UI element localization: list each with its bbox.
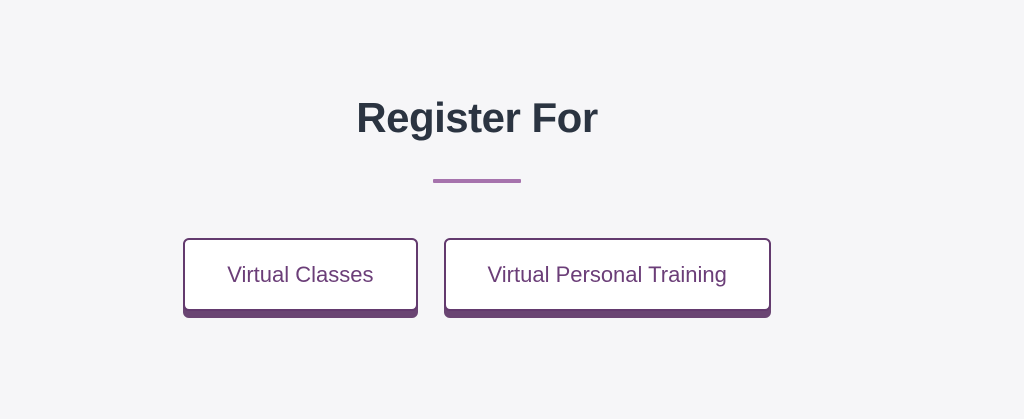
virtual-personal-training-button[interactable]: Virtual Personal Training (443, 238, 771, 311)
page-title: Register For (356, 94, 598, 141)
register-options-row: Virtual Classes Virtual Personal Trainin… (183, 238, 771, 311)
title-underline-divider (433, 179, 521, 183)
virtual-classes-button[interactable]: Virtual Classes (183, 238, 418, 311)
register-section: Register For Virtual Classes Virtual Per… (183, 94, 771, 311)
